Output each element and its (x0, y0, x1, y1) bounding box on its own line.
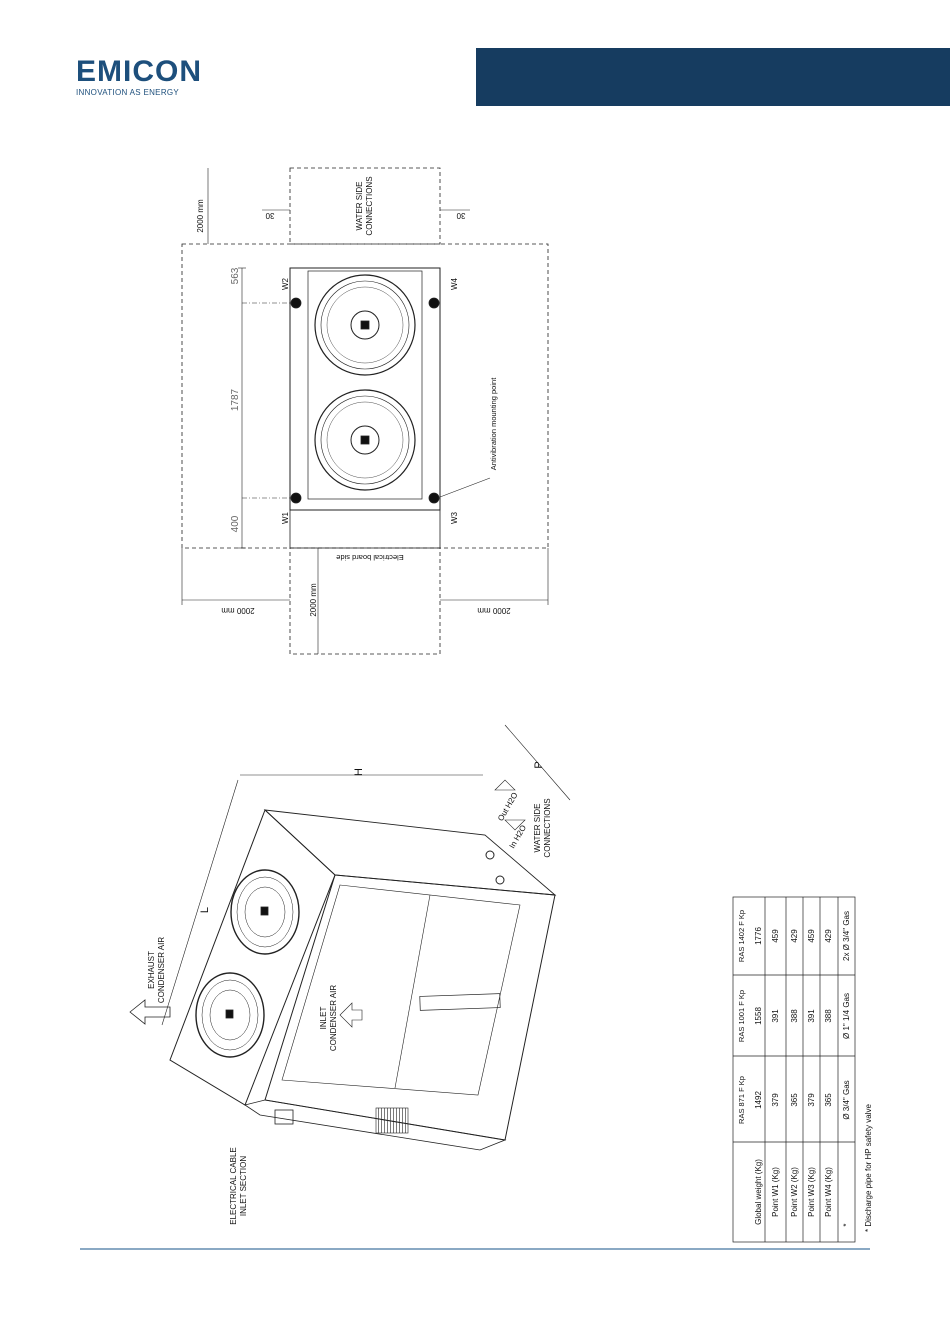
fan-section (307, 270, 423, 500)
clearance-zone-middle (181, 243, 549, 549)
table-cell: 1776 (754, 927, 763, 945)
table-row-label-5: * (842, 1223, 851, 1226)
logo-tagline: INNOVATION AS ENERGY (76, 88, 180, 97)
table-row-label-1: Point W1 (Kg) (771, 1167, 780, 1217)
mounting-point-w3 (428, 492, 440, 504)
label-cable-1: ELECTRICAL CABLE (229, 1147, 238, 1225)
label-clearance-left: 2000 mm (221, 606, 255, 615)
table-cell: 1558 (754, 1007, 763, 1025)
table-cell: 1492 (754, 1091, 763, 1109)
in-h2o-arrow-icon (504, 819, 526, 831)
exhaust-arrow-icon (129, 999, 171, 1025)
label-gap-left: 30 (265, 211, 274, 220)
header-band (476, 48, 950, 106)
label-exhaust-1: EXHAUST (147, 951, 156, 989)
label-clearance-top: 2000 mm (196, 199, 205, 233)
fan-top (314, 274, 416, 376)
table-cell: 379 (771, 1093, 780, 1107)
iso-front-face (264, 874, 556, 1141)
label-point-w4: W4 (450, 277, 459, 290)
table-cell: Ø 1" 1/4 Gas (842, 993, 851, 1039)
out-h2o-arrow-icon (494, 779, 516, 791)
label-water-1: WATER SIDE (533, 804, 542, 853)
label-water-2: CONNECTIONS (543, 798, 552, 857)
electrical-board-section (289, 509, 441, 549)
table-cell: Ø 3/4" Gas (842, 1080, 851, 1119)
inlet-arrow-icon (339, 1002, 363, 1028)
table-row-label-2: Point W2 (Kg) (790, 1167, 799, 1217)
label-water-side-2: CONNECTIONS (365, 176, 374, 235)
iso-grille (375, 1107, 409, 1134)
table-cell: 379 (807, 1093, 816, 1107)
table-cell: 391 (771, 1009, 780, 1023)
label-point-w1: W1 (281, 511, 290, 524)
plan-view (181, 167, 549, 655)
unit-outline (289, 267, 441, 511)
label-point-w2: W2 (281, 277, 290, 290)
label-antivibration: Antivibration mounting point (489, 377, 498, 470)
table-cell: 365 (824, 1093, 833, 1107)
table-row-label-3: Point W3 (Kg) (807, 1167, 816, 1217)
mounting-point-w2 (290, 297, 302, 309)
table-header-1: RAS 871 F Kp (737, 1076, 746, 1124)
table-header-3: RAS 1402 F Kp (737, 910, 746, 962)
table-header-2: RAS 1001 F Kp (737, 990, 746, 1042)
table-cell: 429 (824, 929, 833, 943)
label-out-h2o: Out H2O (496, 791, 520, 823)
table-cell: 459 (807, 929, 816, 943)
label-gap-right: 30 (456, 211, 465, 220)
footer-divider (80, 1248, 870, 1250)
label-inlet-1: INLET (319, 1007, 328, 1030)
table-cell: 388 (790, 1009, 799, 1023)
iso-dim-p (504, 724, 571, 801)
table-cell: 365 (790, 1093, 799, 1107)
mounting-point-w4 (428, 297, 440, 309)
mounting-point-w1 (290, 492, 302, 504)
label-dim-1787: 1787 (230, 388, 241, 411)
table-cell: 2x Ø 3/4" Gas (842, 911, 851, 961)
label-dim-563: 563 (230, 267, 241, 284)
label-point-w3: W3 (450, 511, 459, 524)
iso-cable-box (274, 1109, 294, 1125)
company-logo: EMICON INNOVATION AS ENERGY (76, 55, 206, 98)
label-electrical-board: Electrical board side (336, 553, 404, 562)
clearance-zone-bottom (289, 547, 441, 655)
weights-table: RAS 871 F Kp RAS 1001 F Kp RAS 1402 F Kp… (732, 896, 873, 1243)
label-dim-p: P (533, 761, 545, 768)
fan-bottom (314, 389, 416, 491)
label-water-side-1: WATER SIDE (355, 182, 364, 231)
label-in-h2o: In H2O (508, 824, 528, 850)
label-inlet-2: CONDENSER AIR (329, 985, 338, 1051)
table-cell: 459 (771, 929, 780, 943)
table-row-label-4: Point W4 (Kg) (824, 1167, 833, 1217)
iso-dim-l (161, 779, 239, 1026)
iso-top-panel (169, 809, 336, 1106)
label-clearance-right: 2000 mm (477, 606, 511, 615)
label-cable-2: INLET SECTION (239, 1156, 248, 1217)
label-dim-400: 400 (230, 515, 241, 532)
table-cell: 388 (824, 1009, 833, 1023)
table-note: * Discharge pipe for HP safety valve (864, 1103, 873, 1231)
table-cell: 391 (807, 1009, 816, 1023)
iso-fan-2 (230, 869, 300, 955)
label-dim-h: H (353, 768, 365, 776)
iso-fan-1 (195, 972, 265, 1058)
label-dim-l: L (199, 907, 211, 913)
isometric-view (129, 724, 571, 1151)
label-exhaust-2: CONDENSER AIR (157, 937, 166, 1003)
table-cell: 429 (790, 929, 799, 943)
label-clearance-bottom: 2000 mm (309, 583, 318, 617)
logo-brand: EMICON (76, 55, 202, 88)
table-row-label-0: Global weight (Kg) (754, 1159, 763, 1225)
